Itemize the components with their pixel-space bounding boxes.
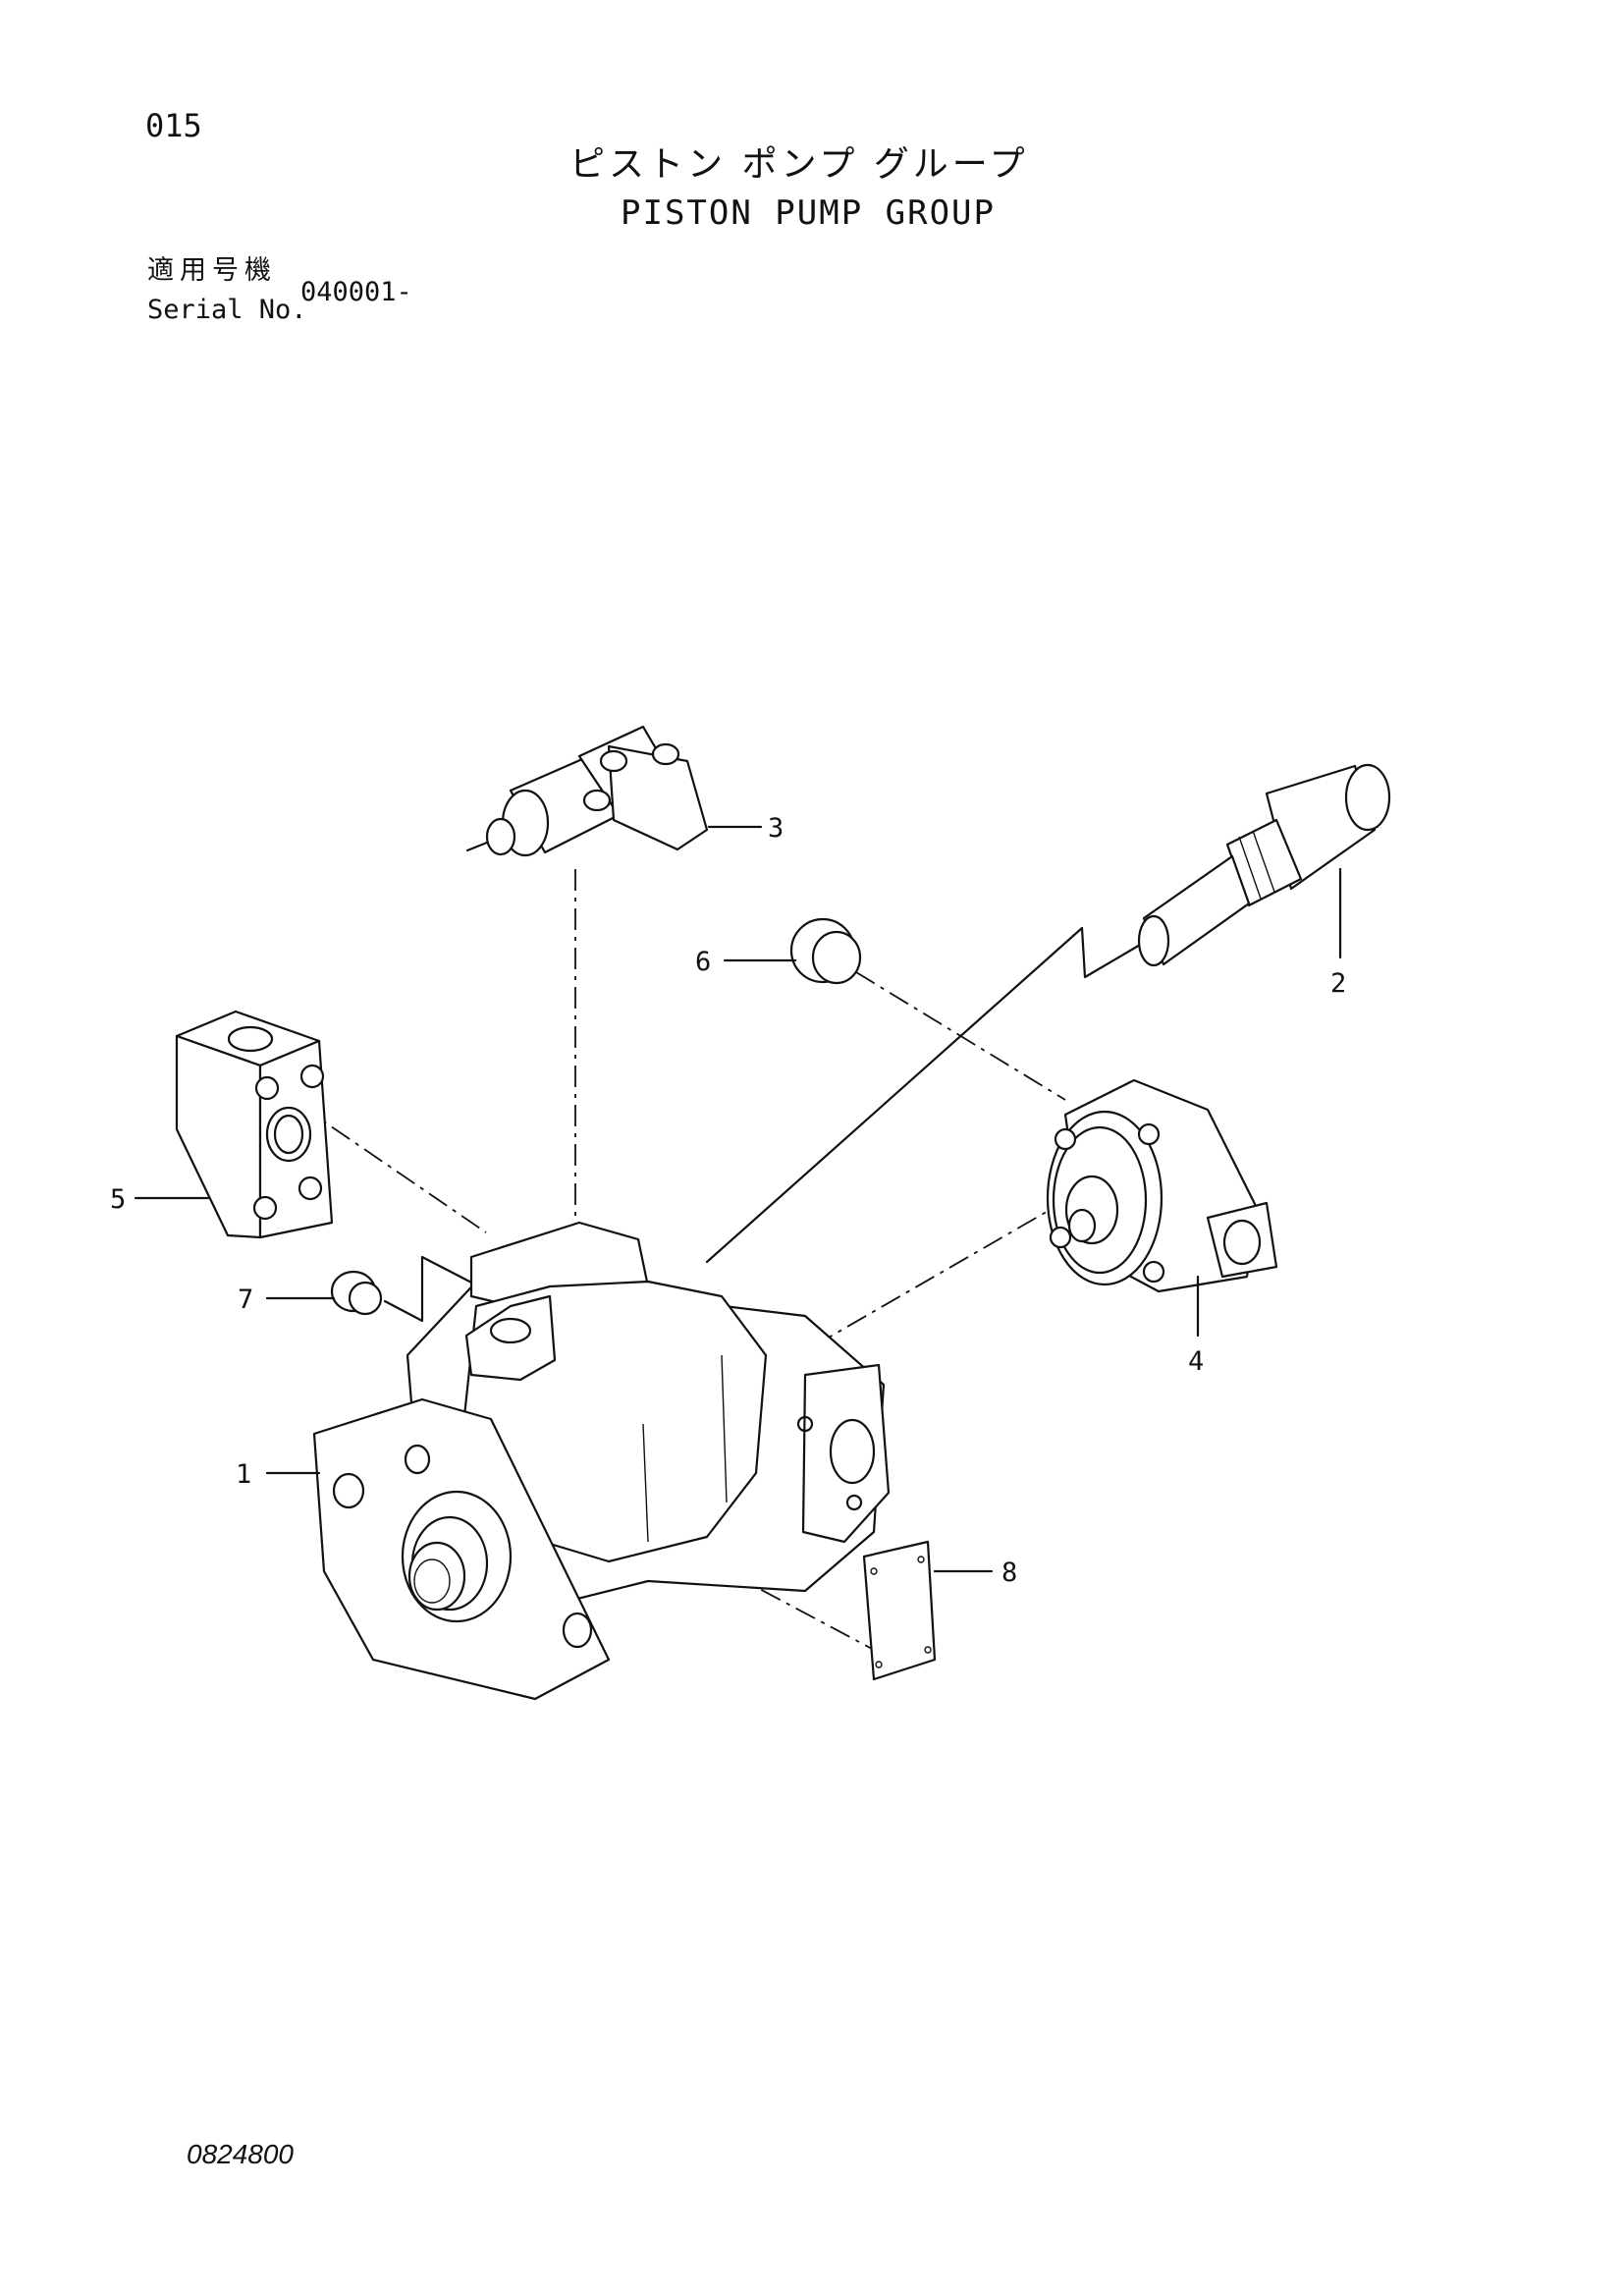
- nameplate-rivet: [870, 1567, 878, 1575]
- callout-3: 3: [768, 813, 784, 844]
- assembly-line-4: [814, 1197, 1071, 1346]
- serial-label-japanese: 適用号機: [147, 255, 277, 286]
- thread-line: [1252, 830, 1275, 893]
- pump-rear-port-flange: [801, 1363, 891, 1544]
- part-1-piston-pump: [312, 1221, 891, 1701]
- flange-bolt-hole: [404, 1444, 431, 1475]
- body-seam: [642, 1423, 649, 1543]
- page-title-japanese: ピストン ポンプ グループ: [569, 144, 1029, 185]
- callout-4: 4: [1188, 1346, 1204, 1377]
- nameplate-rivet: [875, 1661, 883, 1668]
- gear-pump-bolt: [1142, 1260, 1165, 1284]
- nameplate: [862, 1540, 937, 1681]
- body-seam: [721, 1354, 728, 1503]
- valve-block-bolt: [299, 1064, 325, 1089]
- part-7-plug: [265, 1270, 383, 1316]
- callout-labels: 1 2 3 4 5 6 7 8: [110, 813, 1346, 1588]
- part-2-cartridge: [1137, 763, 1391, 967]
- part-6-plug: [723, 917, 862, 985]
- valve-block-oring: [265, 1106, 312, 1163]
- page-number: 015: [145, 107, 202, 144]
- regulator-bolt: [599, 749, 628, 773]
- top-cap-screw: [489, 1317, 532, 1344]
- callout-7: 7: [238, 1285, 253, 1315]
- nameplate-rivet: [924, 1646, 932, 1654]
- cartridge-cap: [1344, 763, 1391, 832]
- serial-label-english: Serial No.: [147, 295, 307, 325]
- gear-pump-bolt: [1137, 1122, 1161, 1146]
- zigzag-leader-2: [705, 926, 1149, 1264]
- spline-shaft: [407, 1541, 466, 1612]
- page-title-english: PISTON PUMP GROUP: [621, 193, 996, 233]
- zigzag-leader-7: [383, 1255, 481, 1323]
- cartridge-tip: [1137, 914, 1170, 967]
- spline-shaft-end: [413, 1558, 451, 1604]
- valve-block-bolt: [254, 1075, 280, 1101]
- valve-block-oring-inner: [273, 1114, 304, 1155]
- assembly-line-5: [298, 1104, 487, 1233]
- solenoid-stem: [465, 841, 489, 852]
- callout-5: 5: [110, 1184, 126, 1215]
- gear-pump-port: [1222, 1219, 1262, 1266]
- solenoid-nut: [485, 817, 516, 856]
- gear-pump-shaft: [1067, 1208, 1097, 1243]
- part-4-gear-pump: [1046, 1078, 1278, 1338]
- callout-8: 8: [1001, 1558, 1017, 1588]
- flange-bolt-hole: [562, 1612, 593, 1649]
- regulator-bolt: [582, 789, 612, 812]
- plug-7-thread: [348, 1281, 383, 1316]
- flange-bolt-hole: [332, 1472, 365, 1509]
- rear-port: [829, 1418, 876, 1485]
- valve-block-bolt: [252, 1195, 278, 1221]
- drawing-number: 0824800: [187, 2139, 295, 2169]
- callout-2: 2: [1330, 968, 1346, 999]
- regulator-bolt: [651, 742, 680, 766]
- rear-bolt: [845, 1494, 863, 1511]
- valve-block-front: [175, 1034, 262, 1239]
- nameplate-rivet: [917, 1556, 925, 1563]
- gear-pump-bolt: [1049, 1226, 1072, 1249]
- assembly-line-8: [726, 1570, 875, 1651]
- callout-1: 1: [236, 1459, 251, 1490]
- part-3-regulator: [465, 725, 763, 857]
- plug-6-thread: [811, 930, 862, 985]
- assembly-lines: [298, 869, 1149, 1651]
- serial-number-value: 040001-: [300, 277, 412, 307]
- gear-pump-bolt: [1054, 1127, 1077, 1151]
- part-8-nameplate: [862, 1540, 994, 1681]
- valve-block-bolt: [298, 1175, 323, 1201]
- valve-block-plug: [227, 1025, 274, 1053]
- thread-line: [1238, 836, 1262, 900]
- callout-6: 6: [695, 947, 711, 977]
- pump-top-boss: [464, 1294, 557, 1382]
- part-5-valve-block: [134, 1010, 334, 1239]
- gear-pump-oring: [1052, 1125, 1148, 1275]
- gear-pump-port-boss: [1206, 1201, 1278, 1279]
- rear-bolt: [796, 1415, 814, 1433]
